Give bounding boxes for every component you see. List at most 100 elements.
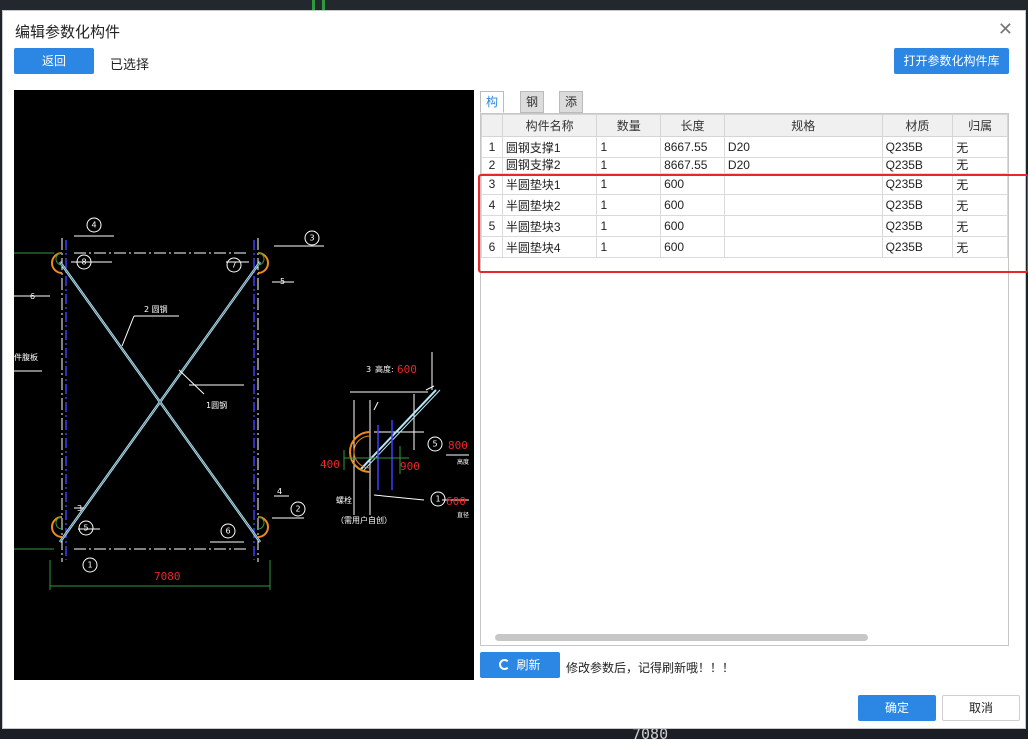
row-index: 4 bbox=[481, 194, 503, 216]
callout-1: 1 bbox=[87, 561, 92, 570]
refresh-hint: 修改参数后，记得刷新哦！！！ bbox=[566, 661, 735, 675]
callout-8: 8 bbox=[81, 258, 86, 267]
label-round-steel-2: 2 圆钢 bbox=[144, 304, 168, 314]
component-table: 构件名称 数量 长度 规格 材质 归属 1 圆钢支撑1 1 8667.55 D2… bbox=[480, 113, 1009, 646]
refresh-button[interactable]: 刷新 bbox=[480, 652, 560, 678]
cell-spec[interactable]: D20 bbox=[723, 136, 883, 158]
row-index: 3 bbox=[481, 173, 503, 195]
cell-material[interactable]: Q235B bbox=[881, 136, 954, 158]
cell-name[interactable]: 圆钢支撑1 bbox=[501, 136, 598, 158]
label-bolt: 螺栓 bbox=[336, 495, 352, 505]
cell-quantity[interactable]: 1 bbox=[596, 157, 662, 174]
horizontal-scrollbar[interactable] bbox=[495, 634, 868, 641]
table-row[interactable]: 3 半圆垫块1 1 600 Q235B 无 bbox=[481, 173, 1008, 195]
label-height-short: 高度 bbox=[457, 458, 469, 466]
table-row[interactable]: 4 半圆垫块2 1 600 Q235B 无 bbox=[481, 194, 1008, 216]
column-header-quantity[interactable]: 数量 bbox=[596, 114, 662, 137]
row-index: 1 bbox=[481, 136, 503, 158]
cell-name[interactable]: 圆钢支撑2 bbox=[501, 157, 598, 174]
callout-7: 7 bbox=[231, 261, 236, 270]
tab-components[interactable]: 构件 bbox=[480, 91, 505, 129]
cell-length[interactable]: 600 bbox=[660, 215, 725, 237]
row-index: 5 bbox=[481, 215, 503, 237]
column-header-spec[interactable]: 规格 bbox=[723, 114, 883, 137]
label-3-detail: 3 bbox=[366, 365, 371, 374]
component-grid: 构件名称 数量 长度 规格 材质 归属 1 圆钢支撑1 1 8667.55 D2… bbox=[481, 114, 1008, 258]
cell-spec[interactable] bbox=[723, 194, 883, 216]
callout-2: 2 bbox=[295, 505, 300, 514]
cell-name[interactable]: 半圆垫块1 bbox=[501, 173, 598, 195]
label-height: 高度: bbox=[375, 364, 394, 374]
callout-6: 6 bbox=[225, 527, 230, 536]
callout-4: 4 bbox=[91, 221, 96, 230]
cell-owner[interactable]: 无 bbox=[952, 173, 1008, 195]
label-round-steel-1: 1圆钢 bbox=[206, 400, 227, 410]
dim-600: 600 bbox=[446, 495, 466, 508]
edit-parametric-component-dialog: 编辑参数化构件 ✕ 返回 已选择 打开参数化构件库 bbox=[2, 10, 1028, 729]
dialog-title: 编辑参数化构件 bbox=[15, 24, 121, 41]
table-row[interactable]: 2 圆钢支撑2 1 8667.55 D20 Q235B 无 bbox=[481, 157, 1008, 174]
label-diameter-short: 直径 bbox=[457, 511, 469, 519]
selected-label: 已选择 bbox=[110, 57, 150, 72]
cell-length[interactable]: 600 bbox=[660, 173, 725, 195]
label-gusset: 件腹板 bbox=[14, 352, 38, 362]
cell-name[interactable]: 半圆垫块2 bbox=[501, 194, 598, 216]
column-header-owner[interactable]: 归属 bbox=[952, 114, 1008, 137]
cell-name[interactable]: 半圆垫块4 bbox=[501, 236, 598, 258]
cell-spec[interactable] bbox=[723, 173, 883, 195]
column-header-length[interactable]: 长度 bbox=[660, 114, 725, 137]
column-header-name[interactable]: 构件名称 bbox=[501, 114, 598, 137]
cell-quantity[interactable]: 1 bbox=[596, 236, 662, 258]
back-button[interactable]: 返回 bbox=[14, 48, 94, 74]
table-row[interactable]: 5 半圆垫块3 1 600 Q235B 无 bbox=[481, 215, 1008, 237]
callout-3: 3 bbox=[309, 234, 314, 243]
cell-spec[interactable]: D20 bbox=[723, 157, 883, 174]
cell-quantity[interactable]: 1 bbox=[596, 173, 662, 195]
cell-owner[interactable]: 无 bbox=[952, 194, 1008, 216]
cell-spec[interactable] bbox=[723, 236, 883, 258]
dim-800: 800 bbox=[448, 439, 468, 452]
table-row[interactable]: 6 半圆垫块4 1 600 Q235B 无 bbox=[481, 236, 1008, 258]
cell-length[interactable]: 8667.55 bbox=[660, 136, 725, 158]
cell-quantity[interactable]: 1 bbox=[596, 136, 662, 158]
cell-owner[interactable]: 无 bbox=[952, 157, 1008, 174]
dim-400: 400 bbox=[320, 458, 340, 471]
open-library-button[interactable]: 打开参数化构件库 bbox=[894, 48, 1009, 74]
cell-length[interactable]: 600 bbox=[660, 236, 725, 258]
callout-5: 5 bbox=[83, 524, 88, 533]
close-icon[interactable]: ✕ bbox=[997, 19, 1013, 39]
tab-add-part[interactable]: 添加零件 bbox=[559, 91, 584, 169]
cell-quantity[interactable]: 1 bbox=[596, 215, 662, 237]
refresh-icon bbox=[499, 659, 511, 670]
cell-material[interactable]: Q235B bbox=[881, 215, 954, 237]
row-index: 6 bbox=[481, 236, 503, 258]
cell-owner[interactable]: 无 bbox=[952, 236, 1008, 258]
label-4: 4 bbox=[277, 487, 282, 496]
cell-owner[interactable]: 无 bbox=[952, 136, 1008, 158]
table-header-row: 构件名称 数量 长度 规格 材质 归属 bbox=[481, 114, 1008, 137]
cell-length[interactable]: 8667.55 bbox=[660, 157, 725, 174]
cell-name[interactable]: 半圆垫块3 bbox=[501, 215, 598, 237]
column-header-material[interactable]: 材质 bbox=[881, 114, 954, 137]
refresh-label: 刷新 bbox=[516, 658, 541, 672]
label-6: 6 bbox=[30, 292, 35, 301]
cell-material[interactable]: Q235B bbox=[881, 236, 954, 258]
cell-length[interactable]: 600 bbox=[660, 194, 725, 216]
dim-height-600: 600 bbox=[397, 363, 417, 376]
label-5: 5 bbox=[280, 277, 285, 286]
cancel-button[interactable]: 取消 bbox=[942, 695, 1020, 721]
tab-steel-plate[interactable]: 钢板 bbox=[520, 91, 545, 129]
detail-callout-5: 5 bbox=[432, 440, 437, 449]
cell-spec[interactable] bbox=[723, 215, 883, 237]
cad-drawing: 4 8 7 3 5 6 2 1 5 1 5 6 3 4 2 圆钢 1圆钢 件腹板… bbox=[14, 217, 469, 590]
cell-material[interactable]: Q235B bbox=[881, 194, 954, 216]
cad-preview-canvas[interactable]: 4 8 7 3 5 6 2 1 5 1 5 6 3 4 2 圆钢 1圆钢 件腹板… bbox=[14, 90, 474, 680]
dim-900: 900 bbox=[400, 460, 420, 473]
cell-owner[interactable]: 无 bbox=[952, 215, 1008, 237]
column-header-index bbox=[481, 114, 503, 137]
cell-material[interactable]: Q235B bbox=[881, 173, 954, 195]
cell-material[interactable]: Q235B bbox=[881, 157, 954, 174]
table-row[interactable]: 1 圆钢支撑1 1 8667.55 D20 Q235B 无 bbox=[481, 136, 1008, 158]
ok-button[interactable]: 确定 bbox=[858, 695, 936, 721]
cell-quantity[interactable]: 1 bbox=[596, 194, 662, 216]
